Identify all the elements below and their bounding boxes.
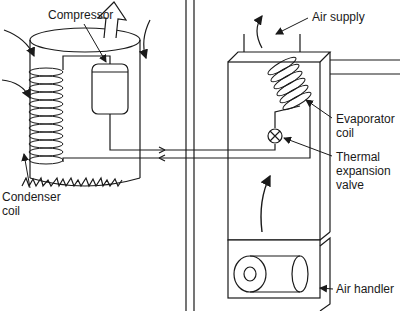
part-label: Condenser coil <box>2 190 66 218</box>
part-label: Thermal expansion valve <box>336 150 396 192</box>
part-label: Air handler <box>336 282 394 296</box>
part-label: Air supply <box>312 10 365 24</box>
part-label: Compressor <box>48 8 113 22</box>
part-label: Evaporator coil <box>336 112 398 140</box>
